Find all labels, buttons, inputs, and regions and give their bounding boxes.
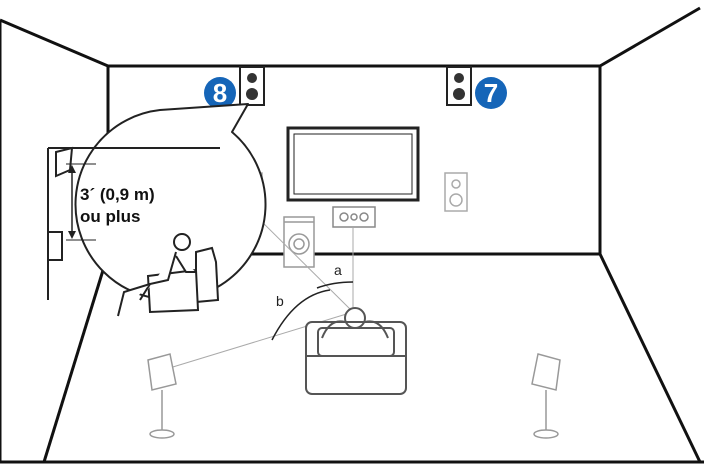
floor-left-edge (42, 253, 110, 463)
angle-b-label: b (276, 293, 284, 309)
badge-8-text: 8 (213, 78, 227, 108)
ceiling-right-edge (599, 6, 701, 68)
television (286, 126, 420, 202)
badge-7-text: 7 (484, 78, 498, 108)
height-text-line1: 3´ (0,9 m) (80, 185, 155, 204)
height-text-line2: ou plus (80, 207, 140, 226)
subwoofer (283, 216, 315, 268)
front-right-speaker (444, 172, 468, 212)
ceiling-left-edge (0, 18, 109, 68)
arc-b (271, 289, 331, 341)
top-speaker-right (446, 66, 472, 106)
center-speaker (332, 206, 376, 228)
angle-a-label: a (334, 262, 342, 278)
badge-8: 8 (204, 77, 236, 109)
side-view-callout: 3´ (0,9 m) ou plus (47, 103, 267, 317)
arc-a (316, 281, 354, 289)
main-armchair (305, 307, 407, 395)
floor-right-edge (598, 253, 702, 463)
surround-left-speaker (147, 353, 177, 439)
callout-listener (117, 233, 220, 317)
top-speaker-left (239, 66, 265, 106)
surround-right-speaker (531, 353, 561, 439)
line-to-front-left (251, 211, 354, 313)
badge-7: 7 (475, 77, 507, 109)
